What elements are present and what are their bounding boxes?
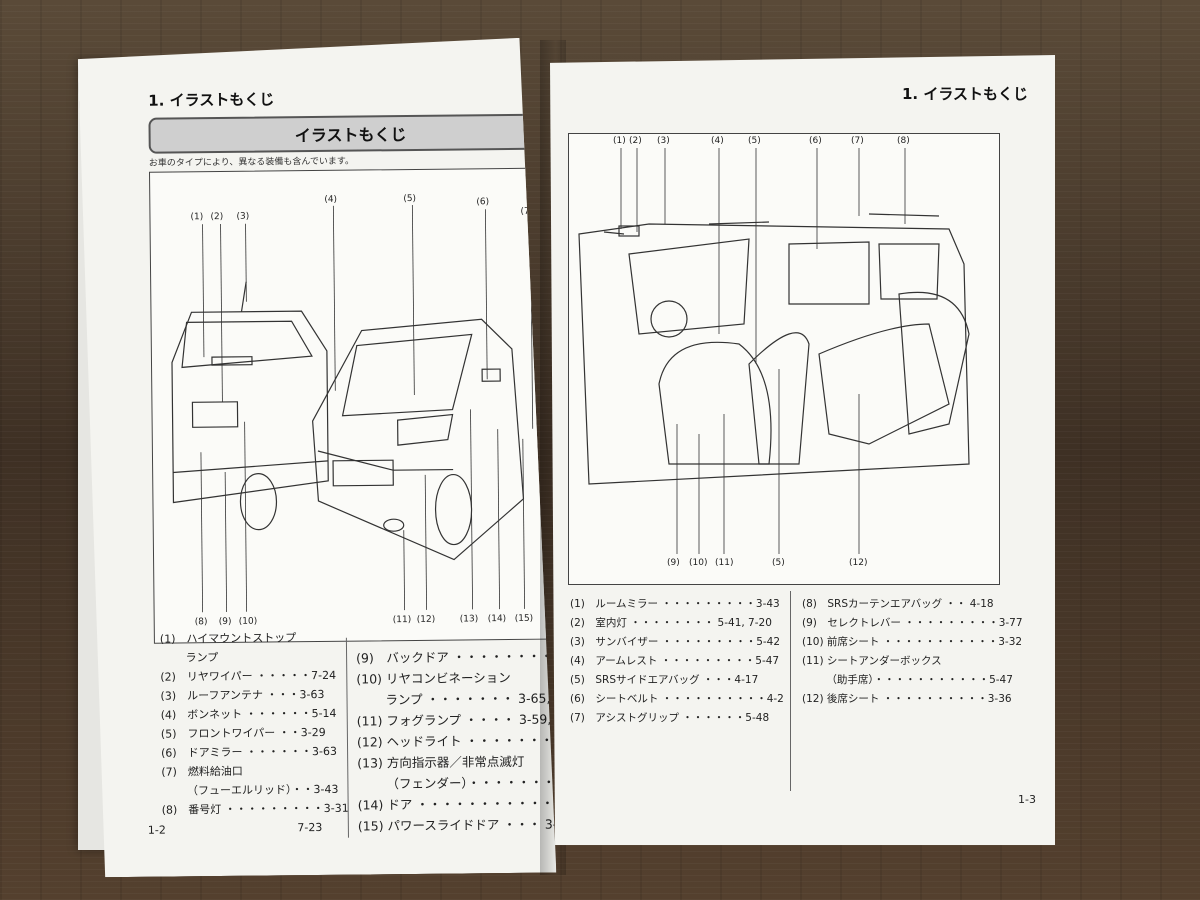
list-item: (11) シートアンダーボックス (802, 655, 942, 667)
callout-9: (9) (218, 616, 232, 628)
interior-callout-12: (12) (849, 558, 868, 568)
list-item: (10) 前席シート ・・・・・・・・・・・3-32 (802, 636, 1023, 648)
interior-callout-6: (6) (809, 136, 822, 146)
callout-15: (15) (514, 613, 534, 624)
interior-callout-10: (10) (689, 558, 708, 568)
list-item: (3) ルーフアンテナ ・・・3-63 (160, 687, 325, 703)
list-item: (6) シートベルト ・・・・・・・・・・4-2 (570, 693, 784, 705)
callout-4: (4) (324, 194, 338, 205)
left-page: お客様の安全 上手な使い方 1. イラストもくじ イラストもくじ お車のタイプに… (78, 38, 557, 878)
page-number-right: 1-3 (1018, 793, 1036, 806)
chapter-heading-right: 1. イラストもくじ (902, 85, 1029, 103)
list-item: (1) ルームミラー ・・・・・・・・・3-43 (570, 598, 780, 610)
list-item: (9) セレクトレバー ・・・・・・・・・3-77 (802, 617, 1023, 629)
interior-cabin-illustration (578, 148, 970, 554)
list-item: (4) ボンネット ・・・・・・5-14 (160, 706, 337, 722)
list-item: (3) サンバイザー ・・・・・・・・・5-42 (570, 636, 781, 648)
interior-callout-9: (9) (667, 558, 680, 568)
list-item: ランプ (160, 651, 219, 665)
callout-2: (2) (210, 211, 224, 223)
bottom-leader-lines (201, 409, 525, 612)
right-list-col1: (1) ルームミラー ・・・・・・・・・3-43 (2) 室内灯 ・・・・・・・… (570, 595, 784, 728)
interior-callout-7: (7) (851, 136, 864, 146)
front-car-sketch (312, 319, 525, 561)
left-list-col1: (1) ハイマウントストップ ランプ (2) リヤワイパー ・・・・・7-24 … (160, 628, 349, 839)
interior-callout-4: (4) (711, 136, 724, 146)
interior-callout-3: (3) (657, 136, 670, 146)
list-item: (4) アームレスト ・・・・・・・・・5-47 (570, 655, 780, 667)
callout-14: (14) (487, 614, 507, 625)
callout-12: (12) (416, 614, 436, 625)
right-page: 1. イラストもくじ (550, 55, 1055, 845)
callout-8: (8) (194, 617, 208, 628)
callout-11: (11) (392, 615, 412, 626)
chapter-heading: 1. イラストもくじ (148, 90, 275, 110)
exterior-figure: (1) (2) (3) (4) (5) (6) (7) (8) (9) (10)… (149, 168, 551, 644)
interior-figure: (1) (2) (3) (4) (5) (6) (7) (8) (9) (10)… (568, 133, 1000, 585)
equipment-note: お車のタイプにより、異なる装備も含んでいます。 (148, 156, 355, 169)
right-list-col2: (8) SRSカーテンエアバッグ ・・ 4-18 (9) セレクトレバー ・・・… (802, 595, 1023, 709)
interior-bottom-leaders (676, 369, 860, 554)
list-item: (7) 燃料給油口 (161, 764, 243, 779)
callout-13: (13) (459, 614, 479, 625)
callout-5: (5) (403, 193, 417, 205)
list-item: (7) アシストグリップ ・・・・・・5-48 (570, 712, 770, 724)
list-item: (1) ハイマウントストップ (159, 631, 297, 646)
interior-top-leaders (620, 148, 906, 364)
list-item: (12) 後席シート ・・・・・・・・・・3-36 (802, 693, 1012, 705)
interior-callout-8: (8) (897, 136, 910, 146)
list-item: (8) 番号灯 ・・・・・・・・・3-31 (161, 801, 349, 817)
column-divider-right (790, 591, 791, 791)
list-item: (8) SRSカーテンエアバッグ ・・ 4-18 (802, 598, 994, 610)
list-item: (6) ドアミラー ・・・・・・3-63 (161, 744, 337, 760)
top-leader-lines (202, 204, 532, 432)
callout-1: (1) (190, 212, 204, 223)
cabin-sketch (578, 213, 970, 485)
interior-callout-2: (2) (629, 136, 642, 146)
interior-callout-5b: (5) (772, 558, 785, 568)
list-item: （フューエルリッド）・・3-43 (161, 782, 339, 798)
list-item: (5) フロントワイパー ・・3-29 (160, 725, 326, 741)
rear-car-sketch (171, 281, 329, 531)
list-item: 7-23 (161, 820, 323, 836)
interior-callout-5: (5) (748, 136, 761, 146)
interior-callout-1: (1) (613, 136, 626, 146)
callout-6: (6) (476, 197, 490, 208)
list-item: （助手席）・・・・・・・・・・・5-47 (802, 674, 1013, 686)
page-number-left: 1-2 (147, 823, 166, 837)
callout-3: (3) (236, 211, 250, 222)
interior-callout-11: (11) (715, 558, 734, 568)
section-title-bar: イラストもくじ (148, 114, 552, 154)
callout-10: (10) (238, 616, 258, 627)
section-title: イラストもくじ (294, 125, 407, 146)
exterior-car-illustration (150, 169, 550, 643)
list-item: (2) 室内灯 ・・・・・・・・ 5-41, 7-20 (570, 617, 772, 629)
list-item: (5) SRSサイドエアバッグ ・・・4-17 (570, 674, 759, 686)
list-item: (2) リヤワイパー ・・・・・7-24 (160, 668, 337, 684)
